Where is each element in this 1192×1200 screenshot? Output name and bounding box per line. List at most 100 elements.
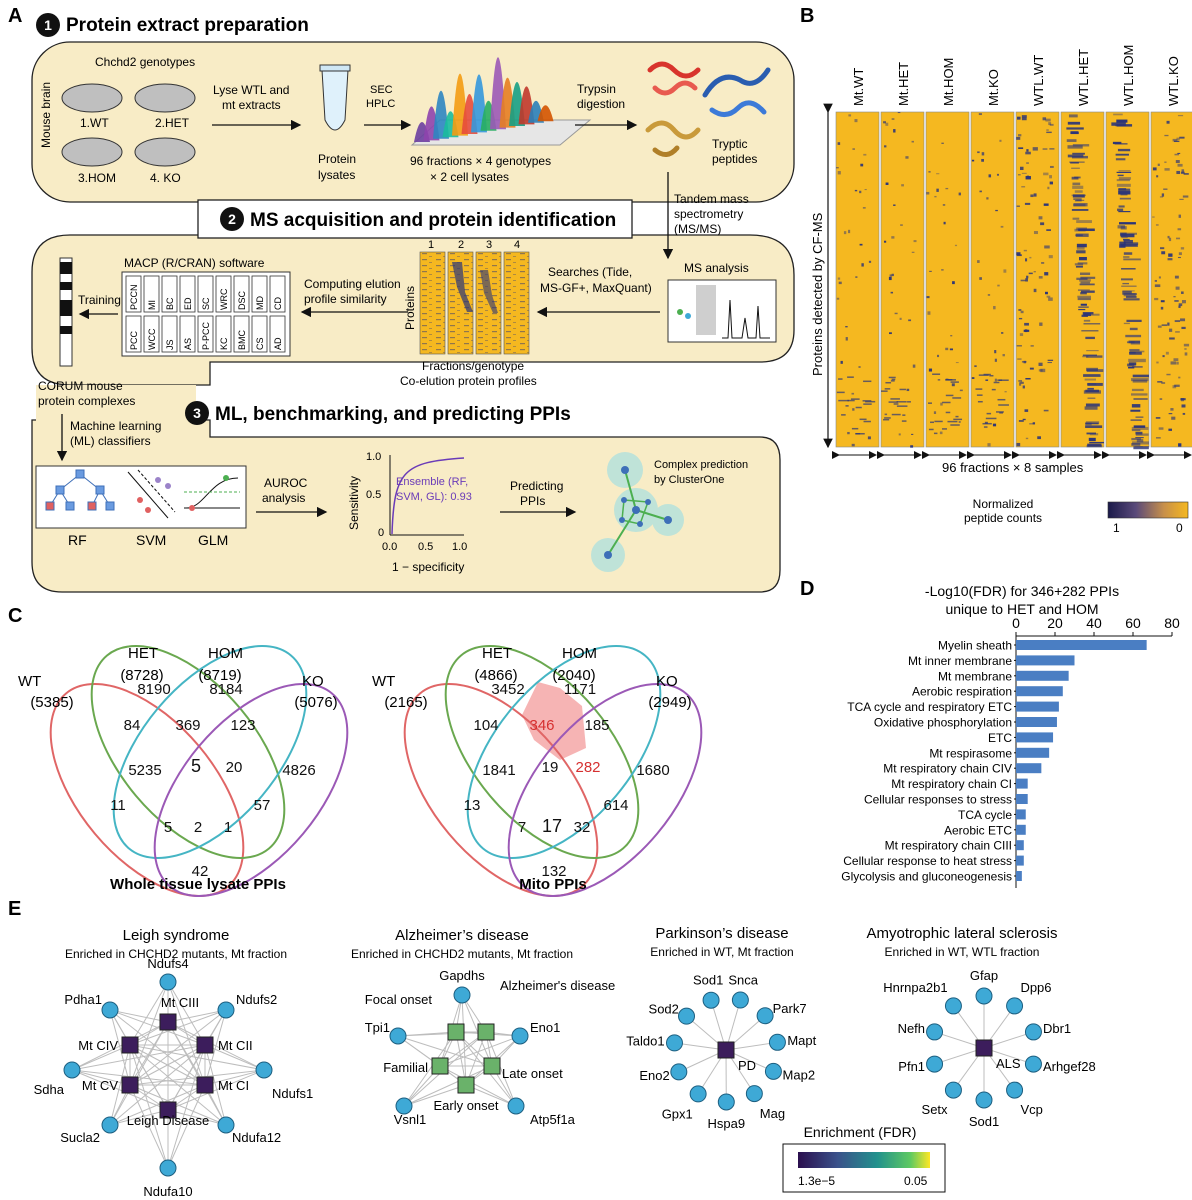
ms-ion xyxy=(677,309,683,315)
heatmap-band xyxy=(1177,152,1181,154)
heatmap-band xyxy=(1069,161,1085,163)
heatmap-band xyxy=(1042,117,1047,121)
heatmap-band xyxy=(1117,174,1124,177)
heatmap-band xyxy=(941,269,944,271)
heatmap-band xyxy=(1033,231,1038,235)
gene-label: Ndufs4 xyxy=(147,956,188,971)
brain-icons xyxy=(61,83,196,167)
network-edge xyxy=(439,1065,517,1107)
venn-set-name: HET xyxy=(128,645,158,662)
heatmap-band xyxy=(1133,446,1149,450)
heatmap-band xyxy=(863,403,872,405)
heatmap-band xyxy=(891,236,895,239)
step2-title: MS acquisition and protein identificatio… xyxy=(250,210,616,231)
gene-label: Vsnl1 xyxy=(394,1112,427,1127)
peptide-ribbons xyxy=(645,61,771,157)
heatmap-band xyxy=(1157,325,1162,328)
heatmap-band xyxy=(1156,175,1159,178)
b-xlabel: 96 fractions × 8 samples xyxy=(942,460,1084,475)
heatmap-band xyxy=(1020,310,1024,314)
macp-cell xyxy=(125,275,142,313)
roc-curve xyxy=(391,457,465,535)
heatmap-band xyxy=(836,391,845,394)
lyse-line-2: mt extracts xyxy=(222,98,281,112)
heatmap-band xyxy=(1068,114,1078,118)
heatmap-band xyxy=(1072,185,1084,189)
heatmap-band xyxy=(1088,437,1096,442)
term-node xyxy=(483,1057,501,1075)
heatmap-band xyxy=(985,417,997,420)
heatmap-band xyxy=(901,420,907,422)
heatmap-band xyxy=(1045,291,1048,295)
heatmap-band xyxy=(989,374,994,377)
heatmap-band xyxy=(1018,309,1022,311)
gene-label: Eno2 xyxy=(639,1068,669,1083)
ensemble-line-2: SVM, GL): 0.93 xyxy=(396,491,472,503)
term-label: Familial xyxy=(383,1060,428,1075)
step3-num: 3 xyxy=(193,405,201,421)
heatmap-band xyxy=(1017,358,1022,360)
heatmap-band xyxy=(1030,194,1034,198)
heatmap-band xyxy=(837,277,841,280)
complex-pred-1: Complex prediction xyxy=(654,459,748,471)
venn-region-count: 5235 xyxy=(128,762,161,779)
heatmap-band xyxy=(1119,197,1131,200)
heatmap-band xyxy=(1121,232,1137,235)
heatmap-band xyxy=(958,192,961,196)
venn-set-count: (5076) xyxy=(294,694,337,711)
genotype-hom: 3.HOM xyxy=(78,171,116,185)
venn-region-count: 2 xyxy=(194,819,202,836)
step1-num: 1 xyxy=(44,17,52,33)
heatmap-band xyxy=(1128,366,1135,369)
heatmap-band xyxy=(955,415,959,418)
glm-label: GLM xyxy=(198,532,228,548)
heatmap-band xyxy=(1126,319,1142,323)
heatmap-band xyxy=(1067,154,1084,158)
heatmap-band xyxy=(865,400,876,403)
heatmap-band xyxy=(863,380,872,383)
heatmap-band xyxy=(992,423,997,427)
heatmap-band xyxy=(1085,403,1100,407)
heatmap-band xyxy=(1071,208,1089,211)
heatmap-band xyxy=(1043,203,1049,206)
venn-region-count: 1 xyxy=(224,819,232,836)
heatmap-band xyxy=(1160,247,1165,250)
heatmap-band xyxy=(1047,359,1054,361)
term-node xyxy=(196,1076,214,1094)
heatmap-band xyxy=(836,297,840,300)
venn-region-count: 20 xyxy=(226,759,243,776)
venn-title: Mito PPIs xyxy=(519,876,587,893)
heatmap-band xyxy=(1130,419,1142,421)
heatmap-band xyxy=(959,389,963,392)
tube-icon xyxy=(321,69,349,131)
heatmap-band xyxy=(1083,323,1101,325)
venn-set-name: WT xyxy=(372,673,395,690)
heatmap-band xyxy=(926,191,930,195)
bar xyxy=(1016,670,1069,681)
heatmap-band xyxy=(1135,416,1144,418)
heatmap-band xyxy=(1157,381,1163,383)
heatmap-band xyxy=(1123,322,1130,325)
heatmap-band xyxy=(1087,382,1103,386)
macp-cell xyxy=(125,315,142,353)
heatmap-band xyxy=(1071,194,1086,197)
heatmap-band xyxy=(1076,220,1092,224)
heatmap-band xyxy=(854,189,858,192)
heatmap-band xyxy=(1049,148,1055,150)
heatmap-band xyxy=(1046,129,1049,131)
network-edge xyxy=(167,1009,227,1023)
heatmap-band xyxy=(891,118,895,120)
heatmap-band xyxy=(975,388,983,390)
heatmap-band xyxy=(1166,120,1170,124)
gene-node xyxy=(678,1007,696,1025)
gene-label: Nefh xyxy=(898,1021,925,1036)
heatmap-band xyxy=(1082,355,1089,358)
heatmap-band xyxy=(1121,285,1137,287)
heatmap-band xyxy=(945,187,949,190)
panel-a-letter: A xyxy=(8,5,22,27)
heatmap-band xyxy=(1038,362,1043,366)
heatmap-band xyxy=(1082,354,1098,357)
heatmap-band xyxy=(854,119,858,123)
heatmap-band xyxy=(1136,439,1144,443)
e-colorbar xyxy=(798,1152,930,1168)
